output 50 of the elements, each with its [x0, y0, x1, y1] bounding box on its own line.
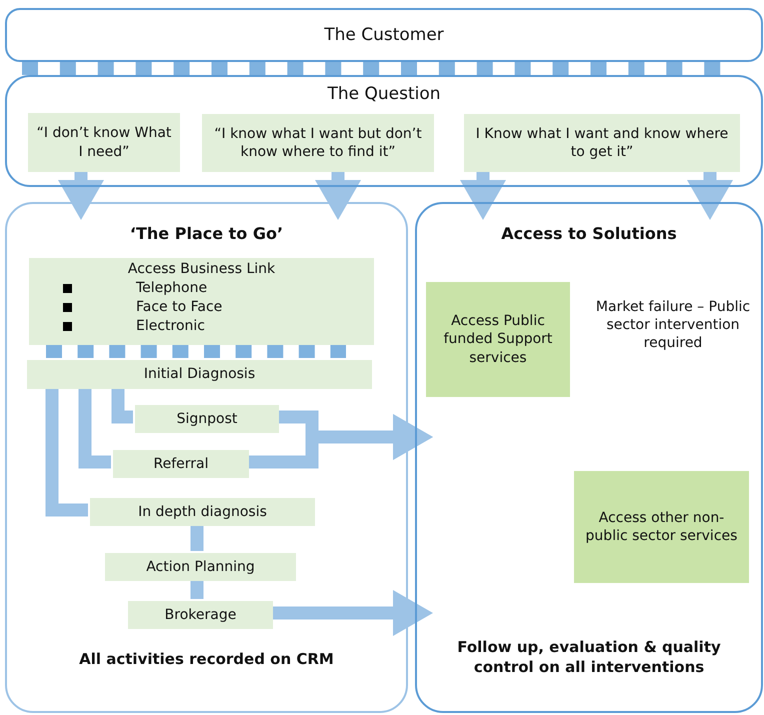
connector-line — [190, 579, 204, 599]
header-box — [5, 8, 763, 62]
panel-heading: Access to Solutions — [500, 224, 678, 245]
list-item: Telephone — [136, 279, 208, 298]
box-label: Action Planning — [145, 558, 256, 576]
process-box — [128, 601, 273, 629]
panel-heading: The Question — [326, 83, 442, 106]
group-panel — [415, 202, 763, 713]
footnote: Follow up, evaluation & quality control on all interventions — [456, 638, 722, 677]
box-label: Access Public funded Support services — [442, 312, 554, 367]
box-label: Access other non-public sector services — [584, 508, 738, 546]
arrow — [460, 170, 506, 220]
list-item: Face to Face — [136, 298, 224, 316]
process-box — [574, 471, 749, 583]
arrow — [687, 170, 733, 220]
connector-line — [190, 524, 204, 551]
box-label: “I don’t know What I need” — [36, 124, 172, 161]
quote-box — [202, 114, 434, 172]
list-item: Electronic — [136, 317, 206, 336]
process-box — [29, 258, 374, 345]
process-box — [113, 450, 249, 478]
arrow — [58, 170, 104, 220]
box-heading: Access Business Link — [126, 260, 276, 278]
process-box — [90, 498, 315, 526]
quote-box — [28, 113, 180, 172]
box-label: I Know what I want and know where to get it” — [474, 124, 730, 162]
process-box — [27, 360, 372, 389]
quote-box — [464, 114, 740, 172]
footnote: All activities recorded on CRM — [78, 650, 335, 670]
arrow — [247, 414, 433, 468]
box-label: “I know what I want but don’t know where to find it” — [213, 124, 423, 162]
arrow — [271, 590, 433, 636]
process-box — [135, 405, 279, 433]
box-label: Initial Diagnosis — [142, 365, 256, 384]
arrow — [315, 170, 361, 220]
process-box — [105, 553, 296, 581]
panel-heading: ‘The Place to Go’ — [128, 224, 284, 245]
group-panel — [5, 75, 763, 187]
box-label: Signpost — [176, 410, 238, 428]
connector-line — [78, 387, 111, 468]
process-box — [426, 282, 570, 397]
connector-line — [46, 387, 88, 516]
note: Market failure – Public sector intervention required — [594, 298, 752, 353]
box-label: Referral — [152, 454, 210, 474]
box-label: The Customer — [323, 24, 445, 46]
box-label: Brokerage — [164, 606, 238, 624]
connector-line — [112, 387, 133, 424]
box-label: In depth diagnosis — [137, 502, 268, 522]
striped-connector — [46, 343, 346, 358]
group-panel — [5, 202, 408, 713]
